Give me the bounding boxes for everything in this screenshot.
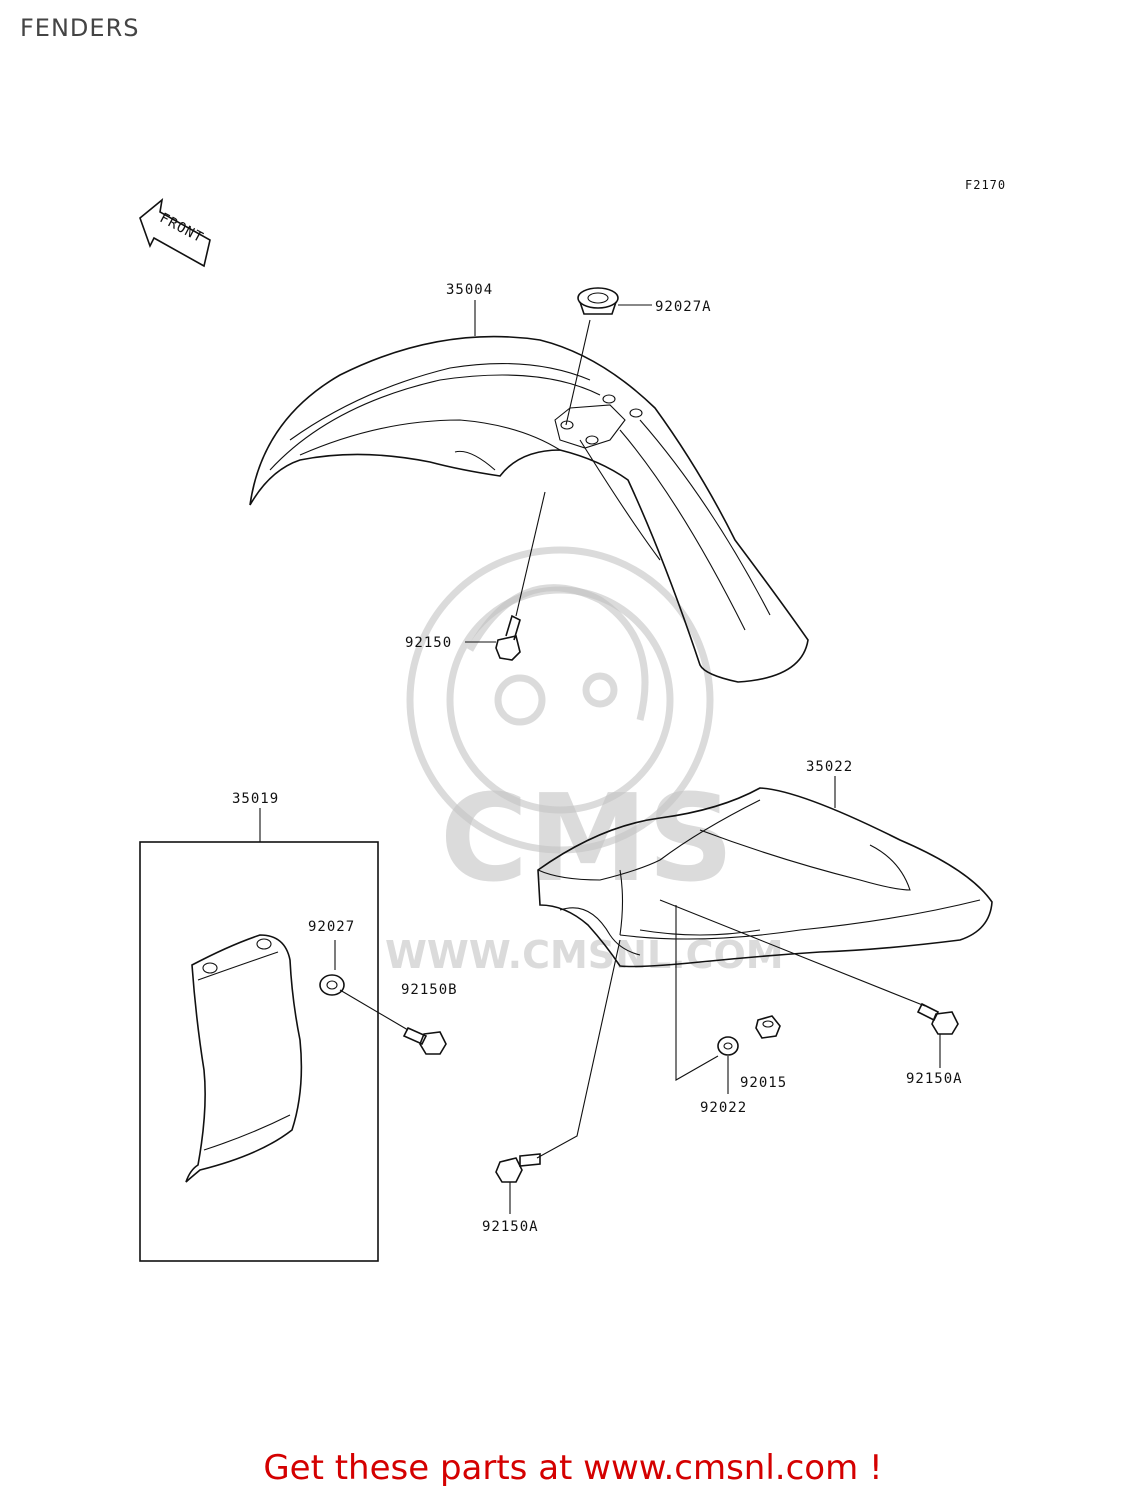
watermark-logo: CMS [440,770,734,909]
label-92022: 92022 [700,1100,747,1116]
label-92015: 92015 [740,1075,787,1091]
watermark: CMS WWW.CMSNL.COM [385,546,784,977]
front-arrow-label: FRONT [157,210,206,246]
bolt-92150b: 92150B [339,982,458,1055]
washer-92022: 92022 [675,905,747,1116]
label-92150a-right: 92150A [906,1071,963,1087]
front-arrow-icon: FRONT [139,198,211,268]
rear-fender: 35022 [537,759,993,968]
bolt-92150a-lower: 92150A [482,939,621,1235]
label-92027a: 92027A [655,299,712,315]
mud-flap-group: 35019 [139,791,379,1262]
grommet-92027: 92027 [308,919,355,996]
bolt-92150: 92150 [405,491,546,661]
front-fender: 35004 [249,282,809,683]
bolt-92150a-right: 92150A [659,899,963,1087]
label-35004: 35004 [446,282,493,298]
nut-92015: 92015 [740,1015,787,1091]
figure-code: F2170 [965,178,1007,192]
label-92150: 92150 [405,635,452,651]
footer-link[interactable]: Get these parts at www.cmsnl.com ! [263,1448,883,1488]
label-92150b: 92150B [401,982,458,998]
watermark-url: WWW.CMSNL.COM [385,933,784,977]
label-35022: 35022 [806,759,853,775]
page-title: FENDERS [20,14,140,42]
label-35019: 35019 [232,791,279,807]
grommet-92027a: 92027A [565,287,712,426]
label-92027: 92027 [308,919,355,935]
label-92150a-lower: 92150A [482,1219,539,1235]
